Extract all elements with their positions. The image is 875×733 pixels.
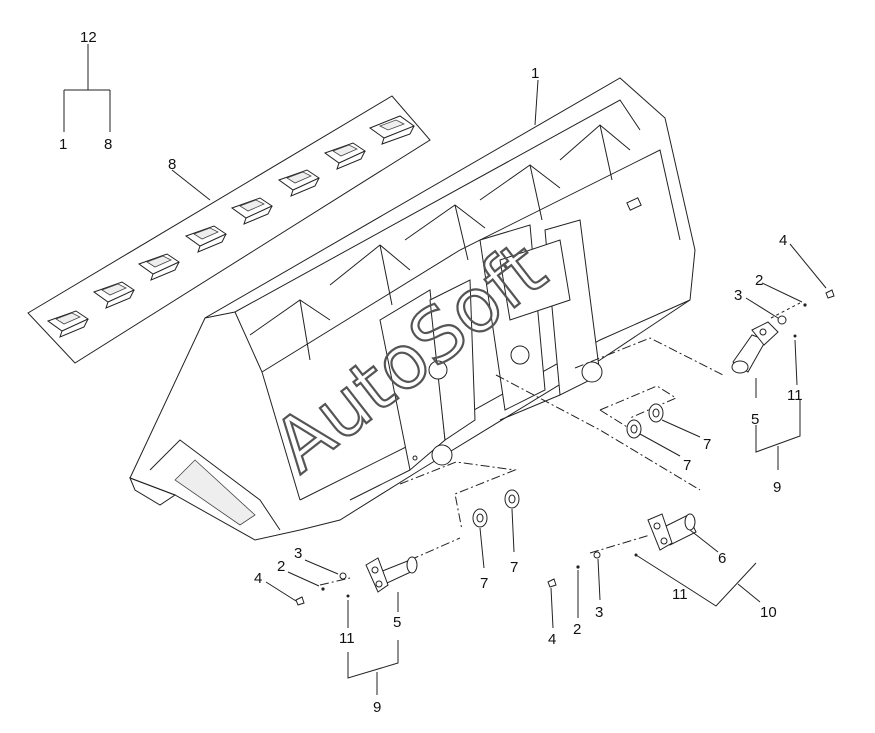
teeth-kit-panel (27, 95, 431, 364)
label-11-right: 11 (787, 387, 803, 404)
washer-group (472, 403, 664, 528)
label-11-left: 11 (339, 630, 355, 647)
label-5-right: 5 (751, 411, 759, 428)
label-7-b: 7 (683, 457, 691, 474)
label-2-left: 2 (277, 558, 285, 575)
leader-lines (63, 44, 827, 695)
label-7-d: 7 (510, 559, 518, 576)
label-2-bottom: 2 (573, 621, 581, 638)
label-9-left: 9 (373, 699, 381, 716)
label-12: 12 (80, 29, 97, 46)
label-3-bottom: 3 (595, 604, 603, 621)
label-7-c: 7 (480, 575, 488, 592)
label-1-kit: 1 (59, 136, 67, 153)
label-11-bottom: 11 (672, 586, 688, 603)
label-1: 1 (531, 65, 539, 82)
label-4-bottom: 4 (548, 631, 556, 648)
label-4-left: 4 (254, 570, 262, 587)
label-9-right: 9 (773, 479, 781, 496)
label-2-right: 2 (755, 272, 763, 289)
right-pin-assembly (731, 289, 835, 374)
label-7-a: 7 (703, 436, 711, 453)
label-4-right: 4 (779, 232, 787, 249)
label-10-bottom: 10 (760, 604, 777, 621)
left-pin-assembly (295, 556, 418, 606)
callout-labels: 12 1 8 8 1 4 2 3 11 5 9 7 7 7 7 3 2 4 11… (59, 29, 803, 716)
mounting-brackets (349, 219, 603, 501)
bottom-pin-assembly (547, 513, 697, 588)
label-5-left: 5 (393, 614, 401, 631)
bucket-tooth-group (46, 115, 416, 338)
label-8: 8 (168, 156, 176, 173)
label-6-bottom: 6 (718, 550, 726, 567)
label-3-left: 3 (294, 545, 302, 562)
label-8-kit: 8 (104, 136, 112, 153)
label-3-right: 3 (734, 287, 742, 304)
